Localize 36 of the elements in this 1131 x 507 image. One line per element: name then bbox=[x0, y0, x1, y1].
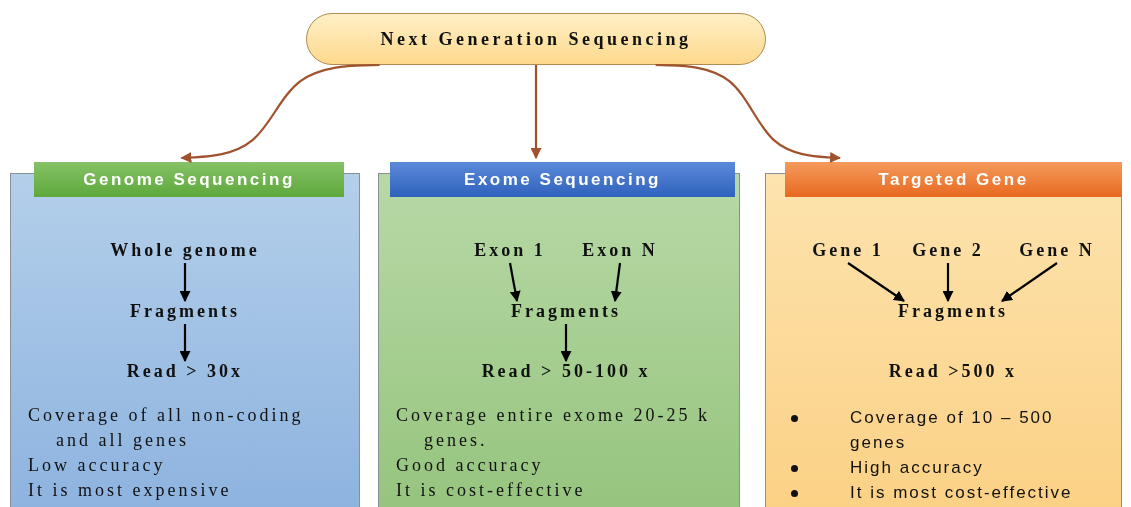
step-label: Read > 50-100 x bbox=[481, 361, 651, 382]
step-label: Fragments bbox=[511, 301, 621, 322]
arrow bbox=[1001, 262, 1058, 302]
bullet-text: Low accuracy bbox=[28, 454, 167, 477]
step-label: Exon 1 bbox=[474, 240, 546, 261]
panel-header: Genome Sequencing bbox=[34, 162, 344, 197]
step-label: Fragments bbox=[898, 301, 1008, 322]
step-label: Gene 2 bbox=[912, 240, 984, 261]
arrow bbox=[560, 324, 572, 363]
step-label: Read >500 x bbox=[888, 361, 1018, 382]
step-label: Fragments bbox=[130, 301, 240, 322]
bullet-text: Coverage of 10 – 500 genes bbox=[850, 407, 1055, 454]
arrow bbox=[610, 262, 622, 303]
bullet-text: It is most cost-effective bbox=[850, 482, 1073, 504]
panel-header: Targeted Gene bbox=[785, 162, 1122, 197]
arrow bbox=[655, 63, 842, 163]
arrow bbox=[530, 65, 542, 160]
bullet-text: Good accuracy bbox=[396, 454, 545, 477]
step-label: Whole genome bbox=[110, 240, 260, 261]
step-label: Gene N bbox=[1019, 240, 1095, 261]
bullet-text: Coverage of all non-coding and all genes bbox=[28, 404, 305, 452]
title-pill: Next Generation Sequencing bbox=[306, 13, 766, 65]
bullet-text: Coverage entire exome 20-25 k genes. bbox=[396, 404, 711, 452]
arrow bbox=[179, 263, 191, 303]
arrow bbox=[942, 263, 954, 303]
arrow bbox=[179, 324, 191, 363]
arrow bbox=[508, 262, 521, 303]
arrow bbox=[847, 262, 905, 302]
panel-header: Exome Sequencing bbox=[390, 162, 735, 197]
step-label: Gene 1 bbox=[812, 240, 884, 261]
step-label: Exon N bbox=[582, 240, 658, 261]
bullet-text: High accuracy bbox=[850, 457, 984, 479]
bullet-text: It is most expensive bbox=[28, 479, 233, 502]
arrow bbox=[180, 63, 380, 163]
step-label: Read > 30x bbox=[126, 361, 244, 382]
bullet-text: It is cost-effective bbox=[396, 479, 587, 502]
